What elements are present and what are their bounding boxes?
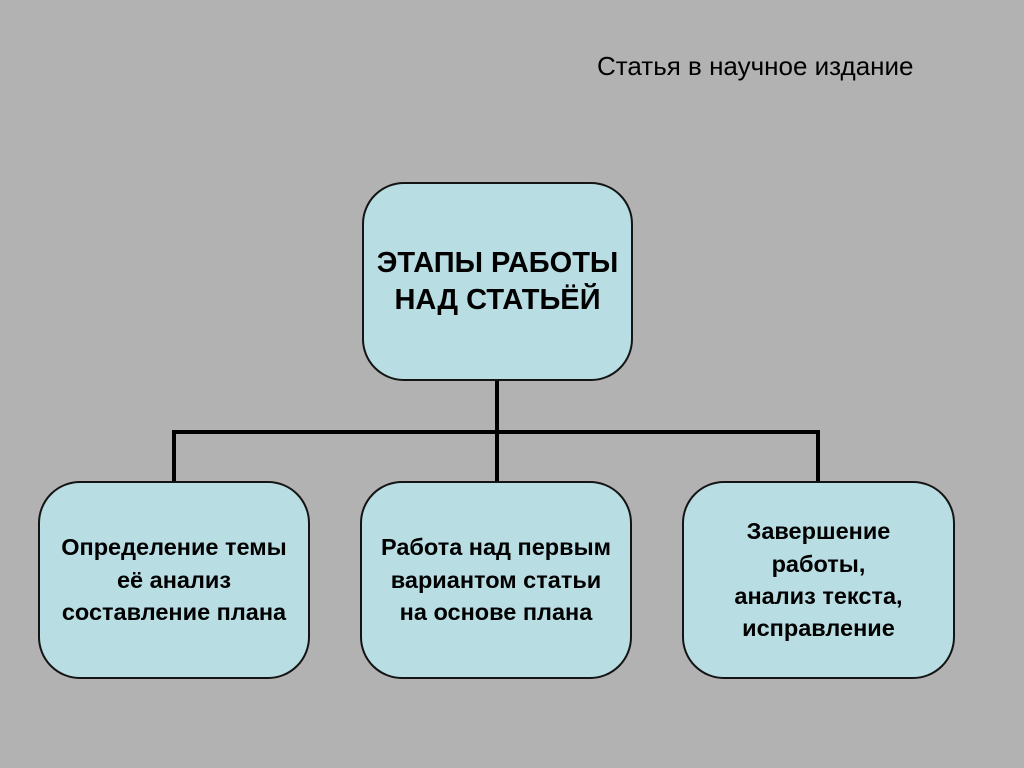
connector-drop-left	[172, 430, 176, 483]
child-box-3-line-3: анализ текста,	[734, 583, 903, 609]
child-box-3-text: Завершение работы, анализ текста, исправ…	[734, 515, 902, 645]
child-box-2-line-3: на основе плана	[399, 599, 593, 626]
child-box-1-line-1: Определение темы	[61, 534, 287, 561]
child-box-topic-definition: Определение темы её анализ составление п…	[38, 481, 310, 679]
root-box: ЭТАПЫ РАБОТЫ НАД СТАТЬЁЙ	[362, 182, 633, 381]
connector-stem	[495, 381, 499, 432]
child-box-2-line-1: Работа над первым	[380, 534, 612, 561]
child-box-first-draft: Работа над первым вариантом статьи на ос…	[360, 481, 632, 679]
connector-drop-right	[816, 430, 820, 483]
root-box-line-2: НАД СТАТЬЁЙ	[394, 283, 601, 316]
child-box-completion: Завершение работы, анализ текста, исправ…	[682, 481, 955, 679]
root-box-text: ЭТАПЫ РАБОТЫ НАД СТАТЬЁЙ	[377, 245, 619, 318]
child-box-1-line-2: её анализ	[116, 566, 232, 593]
child-box-1-text: Определение темы её анализ составление п…	[61, 531, 287, 628]
child-box-2-line-2: вариантом статьи	[390, 566, 602, 593]
child-box-1-line-3: составление плана	[61, 599, 287, 626]
child-box-2-text: Работа над первым вариантом статьи на ос…	[381, 531, 611, 628]
child-box-3-line-1: Завершение	[746, 518, 891, 545]
connector-drop-center	[495, 430, 499, 483]
child-box-3-line-4: исправление	[742, 615, 895, 642]
root-box-line-1: ЭТАПЫ РАБОТЫ	[376, 246, 619, 279]
child-box-3-line-2: работы,	[771, 550, 866, 577]
slide-title: Статья в научное издание	[597, 51, 914, 81]
